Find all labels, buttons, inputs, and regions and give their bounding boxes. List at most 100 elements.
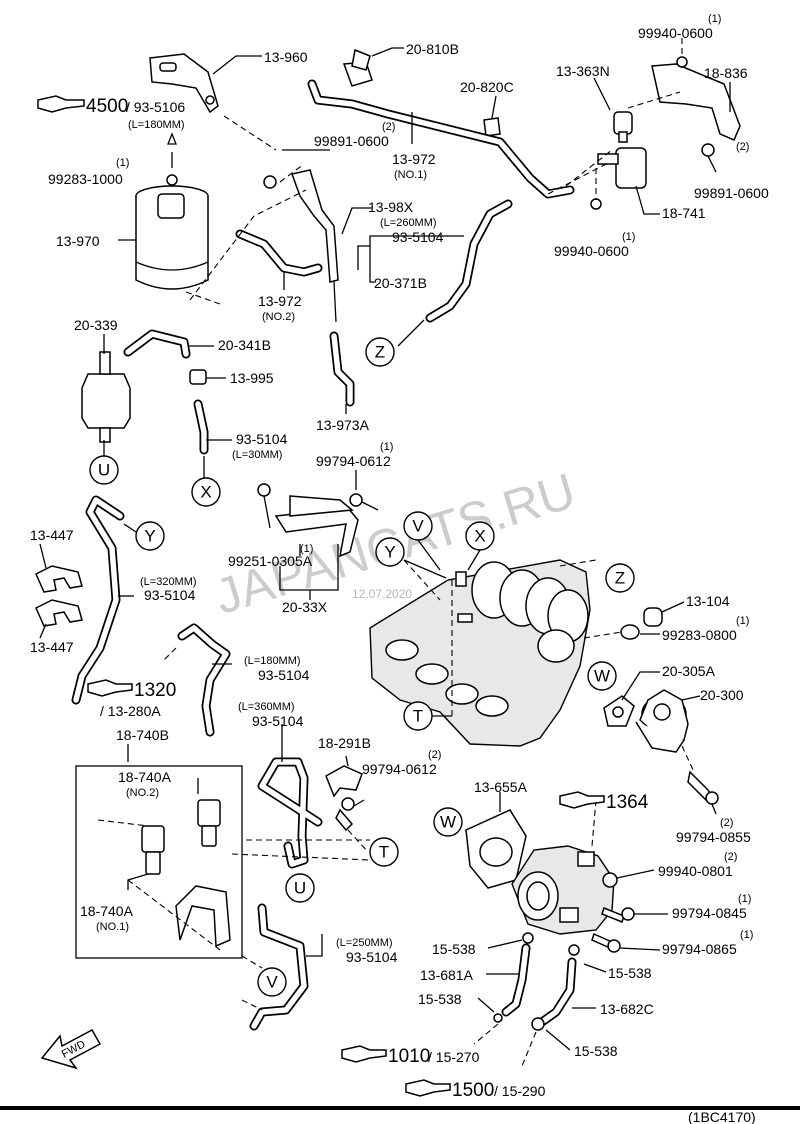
connector-t-mid: T xyxy=(403,701,433,731)
svg-text:V: V xyxy=(412,517,424,536)
svg-text:V: V xyxy=(266,973,278,992)
part-label: 20-33X xyxy=(282,599,328,615)
canister-13-970 xyxy=(135,174,209,290)
part-label: 20-341B xyxy=(218,337,271,353)
part-label: 13-973A xyxy=(316,417,370,433)
hose-93-5104-360mm xyxy=(257,757,323,869)
connector-w-low: W xyxy=(433,807,463,837)
part-label: 13-447 xyxy=(30,527,74,543)
valve-13-363n xyxy=(613,111,633,143)
bottom-rule xyxy=(0,1106,800,1110)
ref-4500-main[interactable]: 4500 xyxy=(86,96,128,117)
part-label: 13-104 xyxy=(686,593,730,609)
intake-manifold xyxy=(369,559,591,747)
hand-pointing-icon xyxy=(37,95,85,113)
part-label: 15-538 xyxy=(432,941,476,957)
clip-20-820c xyxy=(483,117,501,137)
part-label: 20-810B xyxy=(406,41,459,57)
part-label: 99794-0612 xyxy=(316,453,391,469)
connector-z-top: Z xyxy=(365,337,395,367)
connector-w-mid: W xyxy=(587,661,617,691)
clamp-20-33x xyxy=(257,483,379,558)
ref-1500-main[interactable]: 1500 xyxy=(452,1080,494,1101)
svg-text:U: U xyxy=(98,461,110,480)
part-label: 93-5104 xyxy=(144,587,196,603)
part-label: 99794-0865 xyxy=(662,941,737,957)
connector-y-mid: Y xyxy=(375,537,405,567)
part-label: 18-741 xyxy=(662,205,706,221)
egr-valve-20-300 xyxy=(635,689,689,753)
part-label: 20-305A xyxy=(662,663,716,679)
part-label: (1) xyxy=(740,929,753,941)
part-label: 13-363N xyxy=(556,63,610,79)
bracket-18-740 xyxy=(175,885,231,948)
svg-text:U: U xyxy=(294,879,306,898)
part-label: 99794-0855 xyxy=(676,829,751,845)
svg-text:X: X xyxy=(200,483,211,502)
part-label: (NO.1) xyxy=(96,921,129,933)
part-label: 13-682C xyxy=(600,1001,654,1017)
bolt-99794-0855 xyxy=(687,770,719,805)
part-label: 93-5104 xyxy=(346,949,398,965)
hand-pointing-icon xyxy=(341,1045,387,1063)
hose-13-972-no2 xyxy=(235,229,323,277)
svg-text:Y: Y xyxy=(144,527,155,546)
part-label: (2) xyxy=(720,817,733,829)
part-label: (1) xyxy=(738,893,751,905)
part-label: (L=360MM) xyxy=(238,701,295,713)
ref-4500-sub: / 93-5106 xyxy=(126,99,185,115)
part-label: 15-538 xyxy=(608,965,652,981)
part-label: (1) xyxy=(708,13,721,25)
part-label: (NO.2) xyxy=(262,311,295,323)
part-label: (1) xyxy=(380,441,393,453)
clip-20-810b xyxy=(342,48,373,87)
part-label: (1) xyxy=(622,231,635,243)
part-label: 20-339 xyxy=(74,317,118,333)
part-label: 13-972 xyxy=(392,151,436,167)
part-label: 15-538 xyxy=(418,991,462,1007)
connector-x-mid: X xyxy=(465,521,495,551)
hose-93-5104-250mm xyxy=(249,903,309,1031)
ref-1364-main[interactable]: 1364 xyxy=(606,792,649,813)
part-label: (1) xyxy=(736,615,749,627)
part-label: 99891-0600 xyxy=(314,133,389,149)
part-label: (L=180MM) xyxy=(244,655,301,667)
part-label: (2) xyxy=(428,749,441,761)
part-label: 99940-0801 xyxy=(658,863,733,879)
ref-1010-main[interactable]: 1010 xyxy=(388,1046,430,1067)
part-label: (L=250MM) xyxy=(336,937,393,949)
bracket-18-291b xyxy=(325,765,363,832)
svg-text:Z: Z xyxy=(375,343,385,362)
hose-93-5104-30mm xyxy=(193,399,209,455)
ref-1320-main[interactable]: 1320 xyxy=(134,680,176,701)
part-label: 99891-0600 xyxy=(694,185,769,201)
svg-text:Y: Y xyxy=(384,543,395,562)
svg-text:T: T xyxy=(379,843,389,862)
part-label: 20-820C xyxy=(460,79,514,95)
part-label: 18-740A xyxy=(118,769,172,785)
connector-y-left: Y xyxy=(135,521,165,551)
valve-13-995 xyxy=(189,369,207,385)
watermark-date: 12.07.2020 xyxy=(352,587,412,601)
clip-13-447-b xyxy=(35,599,83,627)
part-label: 13-655A xyxy=(474,779,528,795)
part-label: 18-836 xyxy=(704,65,748,81)
cap-13-104 xyxy=(620,607,663,640)
part-label: 93-5104 xyxy=(236,431,288,447)
hand-pointing-icon xyxy=(405,1079,451,1097)
bolt-99794-0845 xyxy=(601,907,635,923)
part-label: 93-5104 xyxy=(252,713,304,729)
part-label: (1) xyxy=(116,157,129,169)
connector-z-mid: Z xyxy=(605,563,635,593)
part-label: 13-447 xyxy=(30,639,74,655)
part-label: 18-740B xyxy=(116,727,169,743)
part-label: 99283-0800 xyxy=(662,627,737,643)
part-label: (L=260MM) xyxy=(380,217,437,229)
part-label: 99940-0600 xyxy=(554,243,629,259)
part-label: (1) xyxy=(300,543,313,555)
bolt-99794-0865 xyxy=(591,932,621,953)
part-label: 99251-0305A xyxy=(228,553,313,569)
part-label: 99794-0845 xyxy=(672,905,747,921)
hose-20-341b xyxy=(123,329,191,359)
